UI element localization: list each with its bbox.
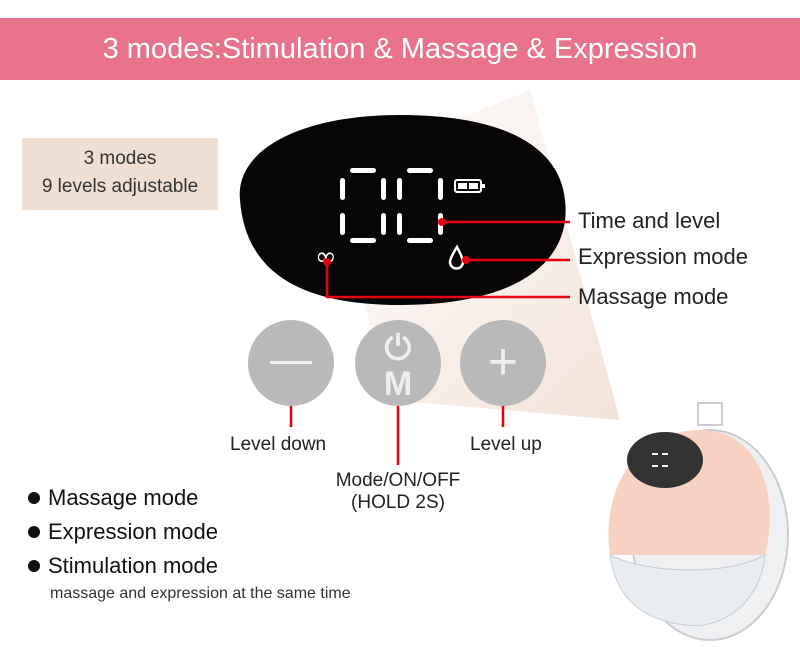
levels-info: 9 levels adjustable <box>41 176 199 197</box>
modes-count: 3 modes <box>83 148 157 169</box>
mode-item-massage: Massage mode <box>28 485 198 511</box>
mode-label-text: Mode/ON/OFF <box>335 470 461 491</box>
display-screen <box>239 115 566 305</box>
mode-hold-hint: (HOLD 2S) <box>351 492 445 513</box>
level-up-label: Level up <box>470 434 542 455</box>
callout-massage-mode: Massage mode <box>578 284 729 309</box>
mode-item-label: Stimulation mode <box>48 553 218 578</box>
bullet-icon <box>28 560 40 572</box>
callout-time-level: Time and level <box>578 208 721 233</box>
bullet-icon <box>28 526 40 538</box>
level-down-button[interactable] <box>248 320 334 406</box>
mode-item-stimulation: Stimulation mode <box>28 553 218 579</box>
level-up-button[interactable]: + <box>460 320 546 406</box>
mode-item-label: Massage mode <box>48 485 199 510</box>
banner-title: 3 modes:Stimulation & Massage & Expressi… <box>0 18 800 80</box>
minus-icon <box>270 361 312 364</box>
mode-item-expression: Expression mode <box>28 519 218 545</box>
mode-power-button[interactable]: ⏻M <box>355 320 441 406</box>
seven-segment-digits <box>340 168 443 243</box>
callout-expression-mode: Expression mode <box>578 244 748 269</box>
breast-pump-image <box>608 402 789 641</box>
mode-item-label: Expression mode <box>48 519 218 544</box>
infinity-icon: ∞ <box>315 242 337 272</box>
drop-icon <box>448 244 465 270</box>
plus-icon: + <box>487 333 519 391</box>
mode-label: Mode/ON/OFF (HOLD 2S) <box>328 470 468 514</box>
stimulation-note: massage and expression at the same time <box>50 585 351 602</box>
modes-info-box: 3 modes 9 levels adjustable <box>22 138 218 210</box>
power-m-icon: ⏻M <box>383 329 413 403</box>
battery-icon <box>454 179 485 193</box>
bullet-icon <box>28 492 40 504</box>
level-down-label: Level down <box>230 434 327 455</box>
